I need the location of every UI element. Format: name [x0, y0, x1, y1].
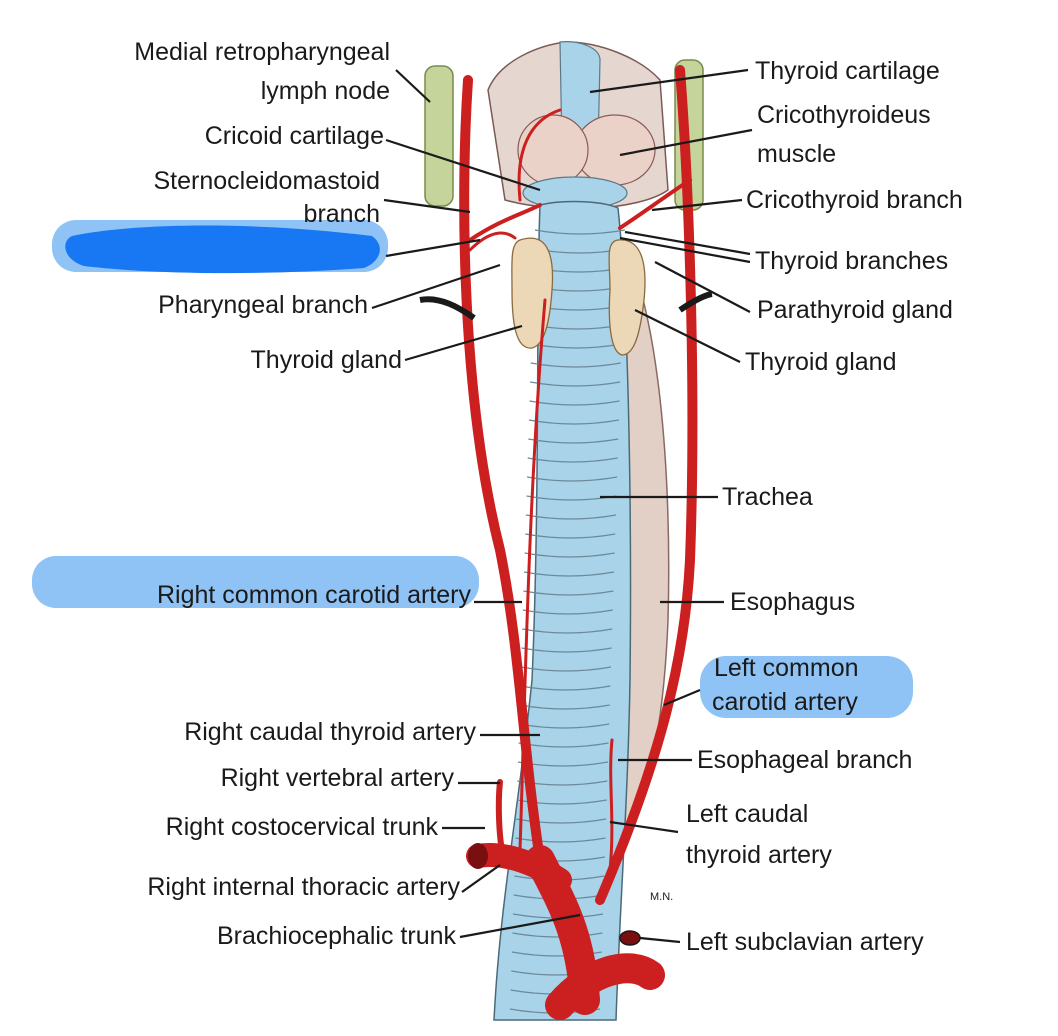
- tracheal-ring: [524, 552, 615, 558]
- tracheal-ring: [528, 419, 620, 425]
- left-vessel-stub: [678, 291, 713, 313]
- label-parathyroid-gland: Parathyroid gland: [757, 296, 953, 324]
- label-left-common-carotid-line1: Left common: [714, 654, 859, 682]
- scribble-redaction: [65, 225, 380, 274]
- tracheal-ring: [521, 647, 612, 653]
- tracheal-ring: [519, 704, 610, 710]
- cricothyroid-branch-vessel: [468, 203, 542, 242]
- thyroid-gland-right: [608, 239, 646, 356]
- tracheal-ring: [512, 932, 603, 938]
- artist-signature: M.N.: [650, 891, 673, 903]
- label-cricothyroideus-line2: muscle: [757, 140, 836, 168]
- right-subclavian-cut: [468, 843, 488, 869]
- left-caudal-thyroid-vessel: [608, 738, 614, 872]
- tracheal-ring: [525, 514, 616, 520]
- label-left-common-carotid-line2: carotid artery: [712, 688, 858, 716]
- label-esophageal-branch: Esophageal branch: [697, 746, 912, 774]
- label-medial-retropharyngeal-line1: Medial retropharyngeal: [134, 38, 390, 66]
- leader-lines: [371, 68, 753, 944]
- label-sternocleidomastoid-line1: Sternocleidomastoid: [153, 167, 380, 195]
- tracheal-ring: [515, 837, 606, 843]
- label-right-caudal-thyroid: Right caudal thyroid artery: [184, 718, 476, 746]
- aortic-arch: [545, 953, 665, 1020]
- tracheal-ring: [526, 476, 618, 482]
- right-vessel-stub: [419, 296, 476, 321]
- right-vertebral-vessel: [495, 779, 508, 868]
- label-pharyngeal-branch: Pharyngeal branch: [158, 291, 368, 319]
- label-cricoid-cartilage: Cricoid cartilage: [205, 122, 384, 150]
- highlight-right-common-carotid: [32, 556, 479, 608]
- label-left-caudal-thyroid-line2: thyroid artery: [686, 841, 832, 869]
- label-left-caudal-thyroid-line1: Left caudal: [686, 800, 808, 828]
- tracheal-ring: [534, 229, 626, 235]
- left-subclavian-cut: [619, 930, 641, 946]
- label-cricothyroid-branch: Cricothyroid branch: [746, 186, 963, 214]
- tracheal-ring: [520, 666, 612, 672]
- tracheal-ring: [523, 571, 615, 577]
- cricoid-shape: [517, 114, 589, 186]
- label-right-costocervical: Right costocervical trunk: [166, 813, 439, 841]
- label-right-common-carotid: Right common carotid artery: [157, 581, 472, 609]
- lymph-node-left: [424, 65, 454, 207]
- label-left-subclavian: Left subclavian artery: [686, 928, 924, 956]
- label-thyroid-gland-right: Thyroid gland: [745, 348, 896, 376]
- left-common-carotid-vessel: [595, 65, 698, 905]
- tracheal-ring: [516, 799, 607, 805]
- label-esophagus: Esophagus: [730, 588, 855, 616]
- tracheal-ring: [516, 818, 607, 824]
- tracheal-ring: [522, 609, 613, 615]
- arteries: [459, 65, 698, 1020]
- right-common-carotid-vessel: [459, 75, 545, 865]
- highlight-left-common-carotid: [700, 656, 913, 718]
- label-thyroid-branches: Thyroid branches: [755, 247, 948, 275]
- label-sternocleidomastoid-line2: branch: [304, 200, 380, 228]
- tracheal-ring: [527, 457, 618, 463]
- label-cricothyroideus-line1: Cricothyroideus: [757, 101, 931, 129]
- label-medial-retropharyngeal-line2: lymph node: [261, 77, 390, 105]
- label-trachea: Trachea: [722, 483, 813, 511]
- tracheal-ring: [528, 438, 619, 444]
- tracheal-ring: [523, 590, 614, 596]
- label-brachiocephalic: Brachiocephalic trunk: [217, 922, 457, 950]
- left-thyroid-branch-vessel: [618, 178, 692, 230]
- tracheal-ring: [525, 533, 616, 539]
- tracheal-ring: [522, 628, 613, 634]
- tracheal-ring: [520, 685, 611, 691]
- label-thyroid-cartilage: Thyroid cartilage: [755, 57, 940, 85]
- right-caudal-thyroid-vessel: [518, 298, 547, 852]
- cricoid-branch-vessel: [517, 108, 562, 202]
- label-right-vertebral: Right vertebral artery: [221, 764, 455, 792]
- label-thyroid-gland-left: Thyroid gland: [251, 346, 402, 374]
- pharyngeal-branch-vessel: [468, 231, 517, 252]
- label-right-internal-thoracic: Right internal thoracic artery: [147, 873, 460, 901]
